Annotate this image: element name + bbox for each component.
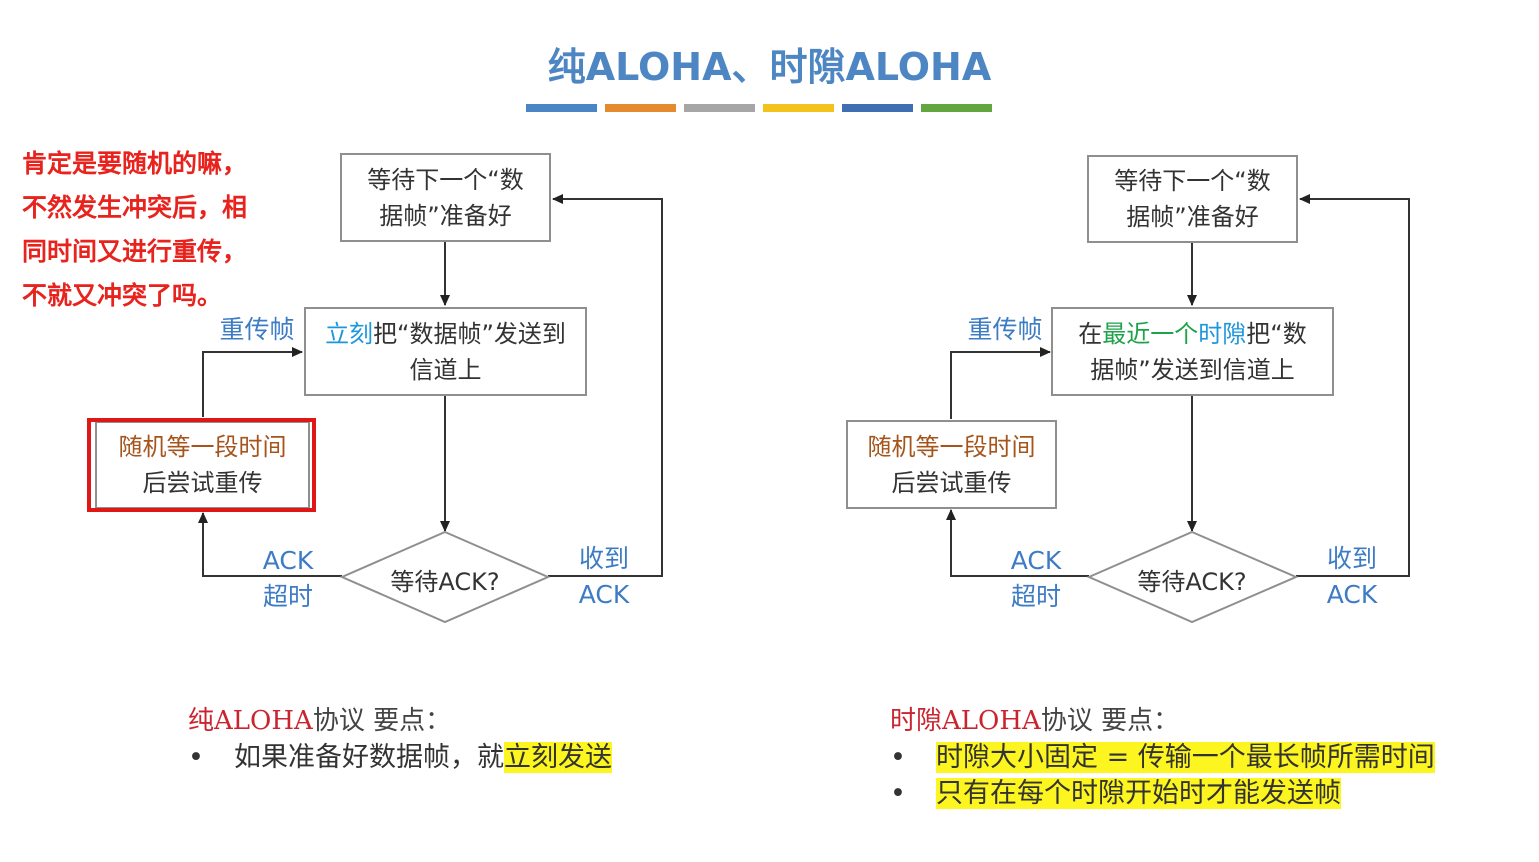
color-bar	[763, 104, 834, 112]
color-bar	[921, 104, 992, 112]
ack-timeout-label: ACK 超时	[996, 543, 1076, 615]
ack-timeout-line1: ACK	[262, 546, 314, 575]
highlight-frame	[87, 418, 316, 512]
wait-frame-line2: 据帧”准备好	[1126, 203, 1259, 231]
arrow-received-loop	[1296, 194, 1410, 577]
annotation-note: 肯定是要随机的嘛，不然发生冲突后，相同时间又进行重传，不就又冲突了吗。	[22, 149, 248, 310]
diamond-shape	[339, 530, 551, 624]
pure-aloha-title-red: 纯ALOHA	[188, 706, 313, 736]
bullet-dot: •	[890, 778, 906, 809]
send-frame-line2: 据帧”发送到信道上	[1090, 355, 1295, 384]
wait-frame-box: 等待下一个“数 据帧”准备好	[340, 153, 551, 242]
wait-ack-label: 等待ACK?	[1137, 568, 1247, 596]
send-frame-line1: 把“数据帧”发送到	[373, 319, 566, 348]
ack-received-line2: ACK	[578, 580, 630, 609]
wait-frame-box: 等待下一个“数 据帧”准备好	[1087, 155, 1298, 243]
bullet-text-highlight: 立刻发送	[504, 742, 612, 773]
slotted-aloha-bullet: • 时隙大小固定 = 传输一个最长帧所需时间	[890, 735, 1435, 774]
ack-received-label: 收到 ACK	[1312, 541, 1392, 613]
random-wait-box: 随机等一段时间 后尝试重传	[95, 421, 310, 509]
slotted-aloha-title-rest: 协议 要点：	[1040, 706, 1180, 736]
send-immediately-highlight: 立刻	[325, 319, 374, 348]
ack-timeout-line2: 超时	[1010, 582, 1061, 611]
wait-frame-line1: 等待下一个“数	[1114, 167, 1271, 195]
slotted-aloha-bullet: • 只有在每个时隙开始时才能发送帧	[890, 771, 1341, 810]
ack-timeout-line2: 超时	[262, 582, 313, 611]
ack-timeout-line1: ACK	[1010, 546, 1062, 575]
send-frame-pre: 在	[1078, 319, 1103, 348]
wait-ack-label: 等待ACK?	[390, 568, 500, 596]
retransmit-label: 重传帧	[967, 315, 1043, 344]
arrow-retransmit	[950, 347, 1051, 419]
send-frame-line2: 信道上	[409, 355, 482, 384]
bullet-dot: •	[188, 742, 204, 773]
bullet-text-highlight: 时隙大小固定 = 传输一个最长帧所需时间	[936, 742, 1435, 773]
bullet-dot: •	[890, 742, 906, 773]
arrow-received-loop	[548, 194, 663, 577]
bullet-text-highlight: 只有在每个时隙开始时才能发送帧	[936, 778, 1341, 809]
nearest-slot-highlight: 最近一个	[1102, 319, 1199, 348]
page-title: 纯ALOHA、时隙ALOHA	[547, 45, 992, 89]
send-frame-box: 立刻把“数据帧”发送到 信道上	[304, 307, 587, 396]
color-bar	[684, 104, 755, 112]
wait-frame-line1: 等待下一个“数	[367, 165, 524, 194]
slotted-aloha-title-red: 时隙ALOHA	[890, 706, 1041, 736]
pure-aloha-title-rest: 协议 要点：	[312, 706, 452, 736]
arrow-retransmit	[202, 347, 303, 417]
wait-frame-line2: 据帧”准备好	[379, 201, 512, 230]
diamond-shape	[1086, 530, 1299, 624]
random-wait-box: 随机等一段时间 后尝试重传	[846, 420, 1057, 509]
random-wait-line2: 后尝试重传	[142, 469, 263, 497]
retransmit-label: 重传帧	[219, 315, 295, 344]
slot-highlight: 时隙	[1198, 319, 1247, 348]
slotted-aloha-section-title: 时隙ALOHA协议 要点：	[890, 700, 1179, 737]
color-bar	[605, 104, 676, 112]
send-frame-box: 在最近一个时隙把“数 据帧”发送到信道上	[1051, 307, 1334, 396]
bullet-text-plain: 如果准备好数据帧，就	[234, 742, 504, 773]
random-wait-line2: 后尝试重传	[891, 468, 1012, 497]
ack-received-line1: 收到	[578, 544, 629, 573]
ack-received-label: 收到 ACK	[564, 541, 644, 613]
ack-received-line1: 收到	[1326, 544, 1377, 573]
pure-aloha-section-title: 纯ALOHA协议 要点：	[188, 700, 451, 737]
random-wait-line1: 随机等一段时间	[867, 432, 1036, 461]
arrow-timeout	[198, 512, 342, 577]
pure-aloha-bullet: • 如果准备好数据帧，就立刻发送	[188, 735, 612, 774]
ack-timeout-label: ACK 超时	[248, 543, 328, 615]
random-wait-line1: 随机等一段时间	[118, 433, 287, 461]
color-bar	[526, 104, 597, 112]
arrow-timeout	[946, 509, 1089, 577]
send-frame-post: 把“数	[1246, 319, 1307, 348]
ack-received-line2: ACK	[1326, 580, 1378, 609]
color-bar	[842, 104, 913, 112]
